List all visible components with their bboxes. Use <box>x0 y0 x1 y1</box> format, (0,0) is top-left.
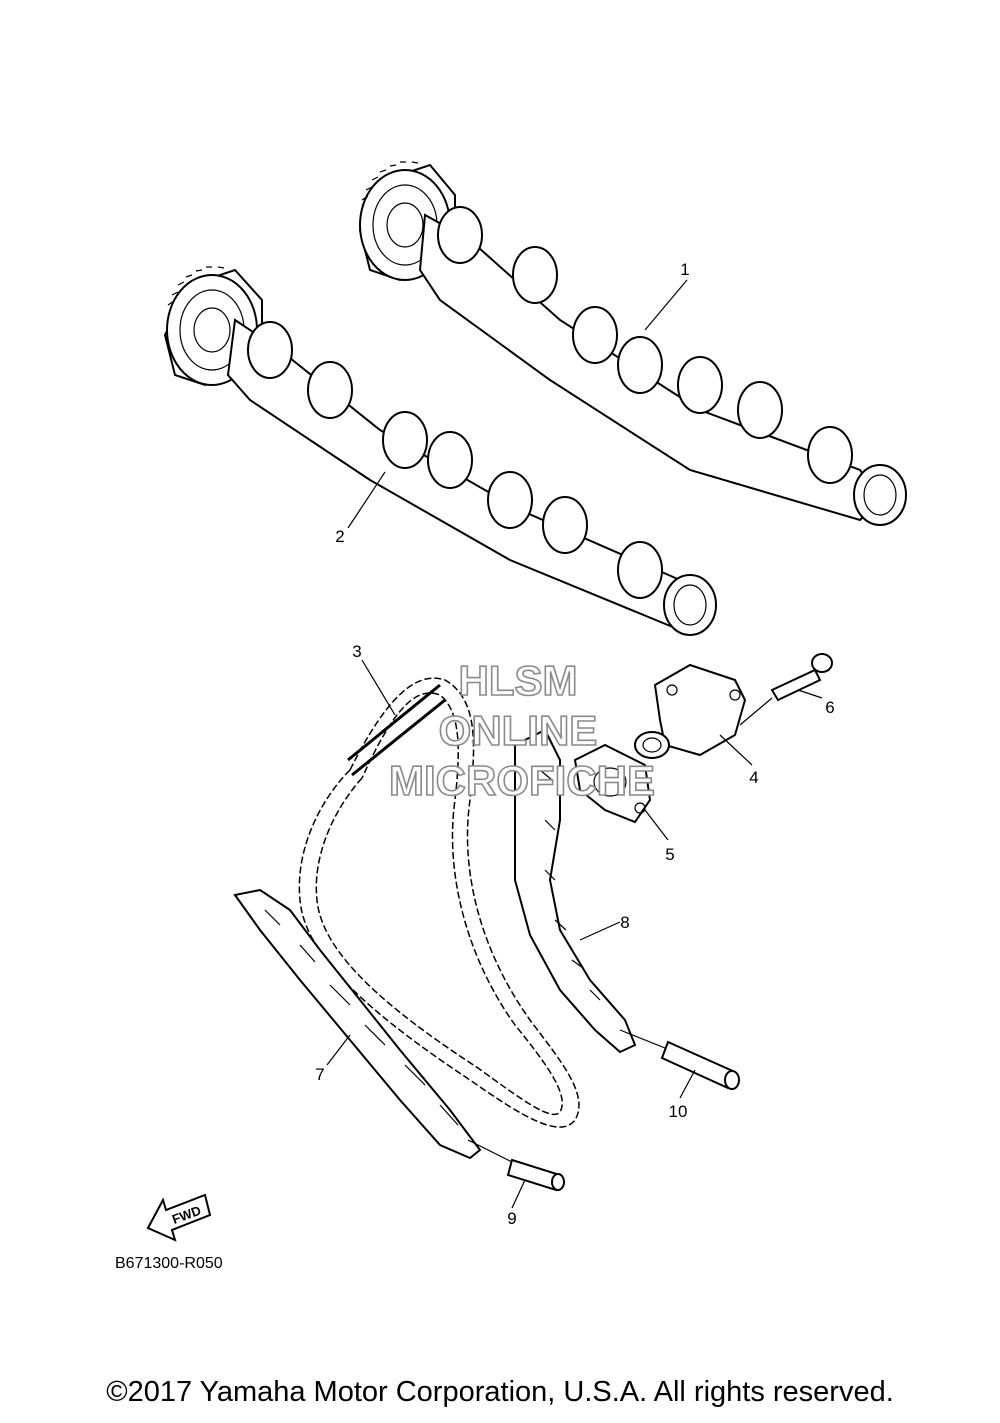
callout-6: 6 <box>825 698 834 717</box>
callout-9: 9 <box>507 1209 516 1228</box>
callout-labels: 1 2 3 4 5 6 7 8 9 10 <box>315 260 834 1228</box>
diagram-code: B671300-R050 <box>115 1255 223 1272</box>
callout-10: 10 <box>669 1102 688 1121</box>
timing-chain-3[interactable] <box>298 677 580 1128</box>
gasket-5[interactable] <box>573 743 652 824</box>
watermark-line-1: HLSM <box>459 657 578 704</box>
watermark: HLSM ONLINE MICROFICHE <box>388 656 656 805</box>
copyright-notice: ©2017 Yamaha Motor Corporation, U.S.A. A… <box>106 1376 894 1408</box>
pin-9[interactable] <box>506 1158 565 1192</box>
camshaft-2[interactable] <box>163 266 717 636</box>
chain-tensioner-4[interactable] <box>634 663 747 759</box>
callout-2: 2 <box>335 527 344 546</box>
callout-8: 8 <box>620 913 629 932</box>
callout-3: 3 <box>352 642 361 661</box>
watermark-line-3: MICROFICHE <box>389 757 655 804</box>
callout-5: 5 <box>665 845 674 864</box>
tensioner-guide-8[interactable] <box>514 728 637 1054</box>
chain-guide-7[interactable] <box>233 888 482 1160</box>
bolt-6[interactable] <box>770 653 833 702</box>
camshaft-1[interactable] <box>358 161 907 526</box>
leader-lines <box>326 279 823 1209</box>
pin-10[interactable] <box>660 1040 740 1090</box>
watermark-line-2: ONLINE <box>439 707 598 754</box>
forward-arrow-icon: FWD <box>146 1193 212 1242</box>
callout-4: 4 <box>749 768 758 787</box>
callout-1: 1 <box>680 260 689 279</box>
callout-7: 7 <box>315 1065 324 1084</box>
